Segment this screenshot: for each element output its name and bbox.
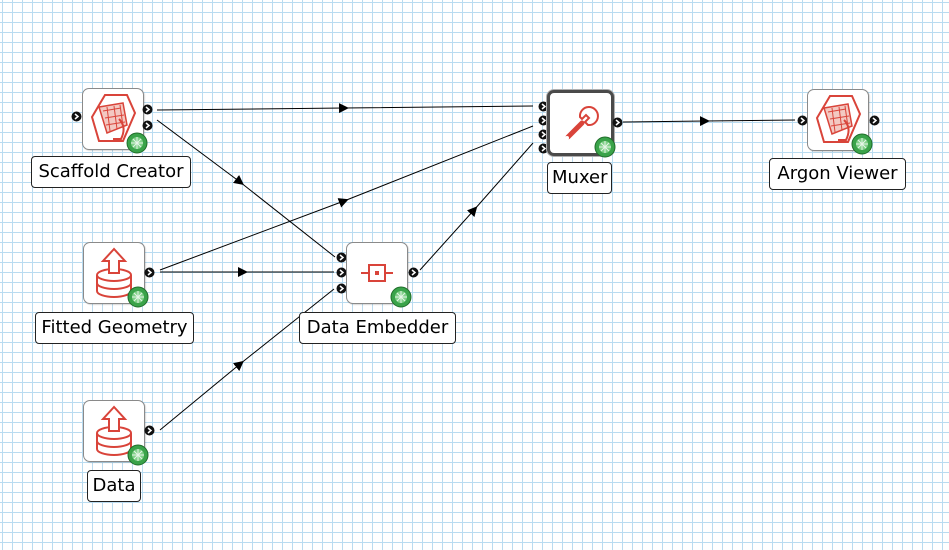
wire-embedder-to-muxer[interactable] bbox=[419, 142, 534, 271]
output-port[interactable] bbox=[144, 267, 155, 278]
status-badge-icon bbox=[851, 133, 873, 155]
wire-data-to-embedder[interactable] bbox=[159, 288, 335, 431]
wrench-icon bbox=[565, 106, 599, 140]
input-port[interactable] bbox=[538, 101, 549, 112]
wire-scaffold-to-embedder[interactable] bbox=[156, 119, 336, 258]
node-label[interactable]: Scaffold Creator bbox=[31, 156, 191, 188]
input-port[interactable] bbox=[71, 111, 82, 122]
wire-muxer-to-argon[interactable] bbox=[622, 116, 796, 127]
output-port[interactable] bbox=[408, 267, 419, 278]
input-port[interactable] bbox=[538, 129, 549, 140]
input-port[interactable] bbox=[538, 143, 549, 154]
node-label[interactable]: Data Embedder bbox=[299, 312, 456, 344]
input-port[interactable] bbox=[336, 267, 347, 278]
node-label[interactable]: Data bbox=[87, 470, 141, 502]
muxer-icon-box[interactable] bbox=[547, 90, 616, 158]
output-port[interactable] bbox=[142, 120, 153, 131]
wire-scaffold-to-muxer[interactable] bbox=[156, 103, 534, 114]
status-badge-icon bbox=[126, 132, 148, 154]
input-port[interactable] bbox=[538, 115, 549, 126]
status-badge-icon bbox=[127, 286, 149, 308]
data-icon-box[interactable] bbox=[83, 400, 149, 466]
input-port[interactable] bbox=[336, 252, 347, 263]
status-badge-icon bbox=[390, 286, 412, 308]
scaffold-mesh-icon bbox=[90, 94, 137, 142]
input-port[interactable] bbox=[336, 283, 347, 294]
embed-square-icon bbox=[361, 264, 393, 282]
input-port[interactable] bbox=[797, 115, 808, 126]
fitted-geometry-icon-box[interactable] bbox=[83, 242, 149, 308]
output-port[interactable] bbox=[869, 115, 880, 126]
scaffold-mesh-icon bbox=[815, 95, 862, 143]
data-embedder-icon-box[interactable] bbox=[346, 242, 412, 308]
output-port[interactable] bbox=[144, 425, 155, 436]
status-badge-icon bbox=[127, 444, 149, 466]
scaffold-creator-icon-box[interactable] bbox=[82, 88, 148, 154]
node-label[interactable]: Muxer bbox=[547, 162, 612, 194]
node-label[interactable]: Fitted Geometry bbox=[35, 312, 194, 344]
output-port[interactable] bbox=[612, 117, 623, 128]
status-badge-icon bbox=[594, 136, 616, 158]
output-port[interactable] bbox=[142, 104, 153, 115]
argon-viewer-icon-box[interactable] bbox=[807, 89, 873, 155]
node-label[interactable]: Argon Viewer bbox=[769, 158, 906, 190]
